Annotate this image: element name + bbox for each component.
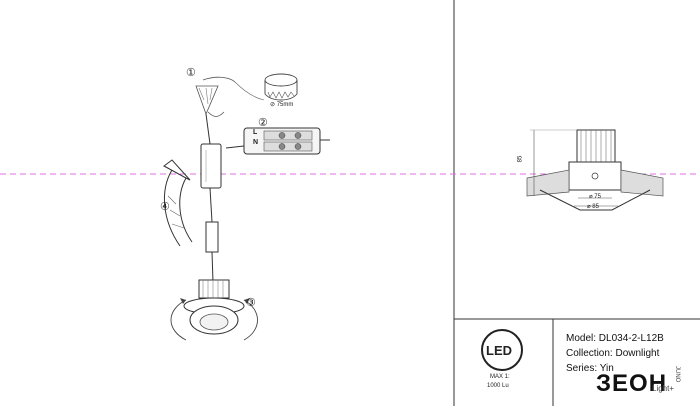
max-wattage-label: MAX 1:: [490, 374, 510, 380]
step-2-label: ②: [258, 117, 268, 129]
step-3-label: ③: [246, 297, 256, 309]
side-section-drawing: [526, 129, 664, 211]
collection-line: Collection: Downlight: [566, 348, 660, 359]
cutout-dimension: ⌀ 75: [589, 194, 601, 200]
ceiling-illustration: [195, 76, 236, 117]
cutout-size-label: ⊘ 75mm: [270, 102, 294, 108]
lumen-label: 1000 Lu: [487, 383, 509, 389]
outer-dimension: ⌀ 85: [587, 204, 599, 210]
cable-driver-assembly: [200, 113, 222, 283]
terminal-block: [225, 127, 330, 155]
step-4-label: ④: [160, 201, 170, 213]
terminal-l-label: L: [253, 129, 258, 136]
led-badge-text: LED: [486, 343, 512, 358]
height-dimension: 85: [517, 155, 524, 163]
insertion-arrow: [163, 159, 193, 247]
brand-sub-logo: Light+: [652, 384, 675, 393]
terminal-n-label: N: [253, 139, 259, 146]
brand-side-text: JUNO: [674, 366, 680, 383]
step-1-label: ①: [186, 67, 196, 79]
rotation-arc-right: [243, 299, 258, 341]
series-line: Series: Yin: [566, 363, 614, 374]
model-line: Model: DL034-2-L12B: [566, 333, 664, 344]
rotation-arc-left: [170, 299, 187, 341]
rotation-arrowhead-right: [244, 298, 250, 304]
led-badge: [481, 329, 523, 371]
downlight-fixture: [183, 279, 245, 335]
rotation-arrowhead-left: [180, 298, 186, 304]
brand-logo: ЗЕОН: [596, 370, 668, 397]
cutout-hole-illustration: [234, 73, 298, 101]
